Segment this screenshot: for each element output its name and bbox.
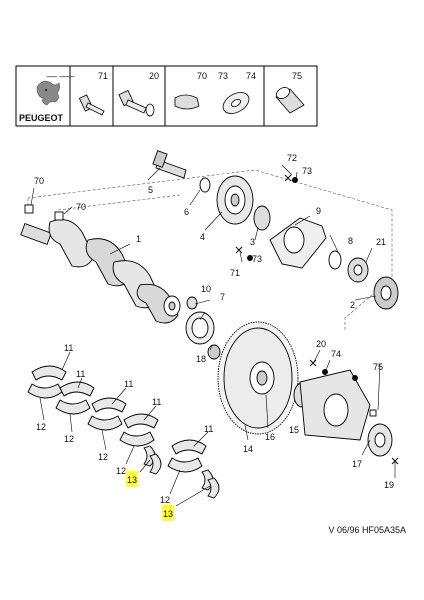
callout-20: 20 xyxy=(316,339,326,349)
legend-ref-71: 71 xyxy=(98,71,108,81)
callout-75: 75 xyxy=(373,362,383,372)
callout-71: 71 xyxy=(230,268,240,278)
callout-11-e: 11 xyxy=(204,424,213,434)
brand-name: PEUGEOT xyxy=(19,113,64,123)
bolt-washer-icon xyxy=(118,89,155,117)
callout-6: 6 xyxy=(184,207,189,217)
bushing-icon xyxy=(275,87,305,114)
callout-8: 8 xyxy=(348,236,353,246)
highlight-13-a xyxy=(126,471,138,487)
callout-11-a: 11 xyxy=(64,343,73,353)
callout-70-right: 70 xyxy=(76,202,86,212)
callout-12-c: 12 xyxy=(98,452,108,462)
callout-4: 4 xyxy=(200,232,205,242)
washer-icon xyxy=(222,92,250,114)
callout-12-b: 12 xyxy=(64,434,74,444)
callout-19: 19 xyxy=(384,480,394,490)
crankshaft xyxy=(20,219,181,324)
pulley-group xyxy=(152,150,327,269)
callout-5: 5 xyxy=(148,185,153,195)
callout-1: 1 xyxy=(136,234,141,244)
callout-70-left: 70 xyxy=(34,176,44,186)
callout-17: 17 xyxy=(352,459,362,469)
callout-12-e: 12 xyxy=(160,495,170,505)
callout-74: 74 xyxy=(331,349,341,359)
callout-2: 2 xyxy=(350,300,355,310)
legend-ref-75: 75 xyxy=(292,71,302,81)
bolt-icon xyxy=(78,94,105,116)
callout-21: 21 xyxy=(376,237,386,247)
woodruff-key-icon xyxy=(174,94,200,110)
legend-ref-20: 20 xyxy=(149,71,159,81)
callout-12-d: 12 xyxy=(116,466,126,476)
legend-ref-73: 73 xyxy=(218,71,228,81)
callout-13-b: 13 xyxy=(163,509,173,519)
flywheel xyxy=(217,321,311,435)
callout-12-a: 12 xyxy=(36,422,46,432)
highlight-13-b xyxy=(162,505,174,521)
callout-14: 14 xyxy=(243,444,253,454)
callout-10: 10 xyxy=(201,284,211,294)
legend-ref-74: 74 xyxy=(246,71,256,81)
callout-11-c: 11 xyxy=(124,379,133,389)
right-seal-group xyxy=(328,250,399,310)
callout-15: 15 xyxy=(289,425,299,435)
callout-72: 72 xyxy=(287,153,297,163)
callout-7: 7 xyxy=(220,292,225,302)
callout-11-d: 11 xyxy=(152,397,161,407)
peugeot-logo xyxy=(36,80,60,106)
callout-3: 3 xyxy=(250,237,255,247)
hardware-markers xyxy=(24,174,399,465)
diagram-reference-code: V 06/96 HF05A35A xyxy=(328,525,406,535)
bearing-shells xyxy=(27,365,220,499)
callout-9: 9 xyxy=(316,206,321,216)
callout-16: 16 xyxy=(265,432,275,442)
brand-top-fragment: __ ___ xyxy=(46,67,76,77)
callout-18: 18 xyxy=(196,354,206,364)
callout-11-b: 11 xyxy=(76,369,85,379)
drive-plate xyxy=(299,369,393,457)
callout-labels: 5 6 4 3 9 1 72 73 8 21 2 71 73 10 7 18 7… xyxy=(34,153,394,521)
seal-ring xyxy=(185,296,221,360)
callout-73-upper: 73 xyxy=(302,166,312,176)
callout-13-a: 13 xyxy=(127,475,137,485)
legend-box: PEUGEOT __ ___ 71 20 70 73 74 75 xyxy=(15,65,318,127)
callout-73-lower: 73 xyxy=(252,254,262,264)
legend-ref-70: 70 xyxy=(197,71,207,81)
leader-lines xyxy=(30,164,396,507)
